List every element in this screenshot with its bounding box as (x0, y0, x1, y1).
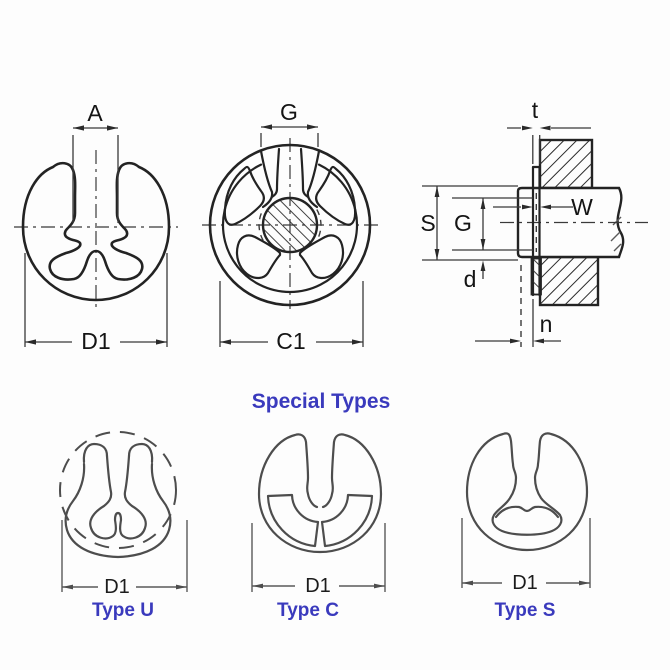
type-c-slot-left (266, 493, 320, 548)
dim-d1-extension-lines (24, 253, 168, 347)
type-s-d1-extension-lines (461, 518, 591, 588)
housing-wall-top (538, 138, 594, 190)
type-c-slot-right (320, 493, 374, 548)
clip-section-hatched (530, 257, 542, 296)
type-s-d1-label: D1 (512, 572, 538, 594)
cutout-bottom-right (298, 234, 345, 280)
installed-view-drawing: G C1 (202, 99, 378, 354)
dim-label-c1: C1 (276, 328, 305, 354)
type-c-d1-label: D1 (305, 575, 331, 597)
type-u-left-cap (82, 442, 109, 464)
groove-dashed-arc-left (258, 209, 264, 241)
type-s-outer (465, 432, 589, 552)
type-u-d1-extension-lines (61, 520, 188, 592)
type-c-d1-extension-lines (251, 523, 386, 592)
dim-label-g2: G (454, 210, 472, 236)
dim-label-d: d (464, 266, 477, 292)
dim-label-d1: D1 (81, 328, 110, 354)
type-u-label: Type U (92, 600, 154, 621)
dim-g2-extension-lines (452, 197, 533, 251)
dim-s-extension-lines (422, 185, 518, 261)
dim-label-a: A (87, 100, 103, 126)
type-s-lug-edge (494, 505, 560, 519)
housing-wall-bottom (538, 255, 600, 307)
prong-left-inner (270, 147, 281, 199)
cutout-right (315, 165, 357, 226)
dim-label-t: t (532, 97, 539, 123)
prong-right-outer (306, 149, 321, 209)
type-c-drawing: D1 (251, 433, 386, 597)
type-c-label: Type C (277, 600, 339, 621)
eclip-outline (21, 161, 171, 302)
type-s-label: Type S (494, 600, 556, 621)
shaft-section (261, 196, 319, 254)
type-u-cavity (89, 454, 147, 540)
groove-dashed-arc-right (316, 209, 322, 241)
type-s-drawing: D1 (461, 432, 591, 594)
dim-g-extension-lines (260, 133, 319, 147)
dim-label-s: S (420, 210, 435, 236)
shaft-body (516, 186, 625, 259)
shaft-break-hatch (610, 216, 622, 252)
cross-section-drawing: t S G d W n (420, 97, 648, 347)
dim-label-n: n (540, 311, 553, 337)
prong-right-inner (299, 147, 310, 199)
outer-ring (208, 143, 372, 307)
type-u-drawing: D1 (59, 431, 188, 598)
dim-label-g: G (280, 99, 298, 125)
prong-left-outer (259, 149, 274, 209)
type-u-dashed-circle (59, 431, 177, 549)
dim-label-w: W (571, 194, 593, 220)
type-u-outer (64, 462, 172, 559)
type-u-d1-label: D1 (104, 576, 130, 598)
cutout-bottom-left (235, 234, 282, 280)
dim-c1-extension-lines (219, 281, 364, 347)
special-types-heading: Special Types (251, 390, 391, 413)
dim-t-extension-lines (532, 135, 541, 164)
front-view-drawing: A D1 (14, 100, 178, 354)
cutout-left (223, 165, 265, 226)
type-c-outer (257, 433, 383, 554)
type-u-right-cap (127, 442, 154, 464)
dim-a-extension-lines (72, 135, 119, 223)
